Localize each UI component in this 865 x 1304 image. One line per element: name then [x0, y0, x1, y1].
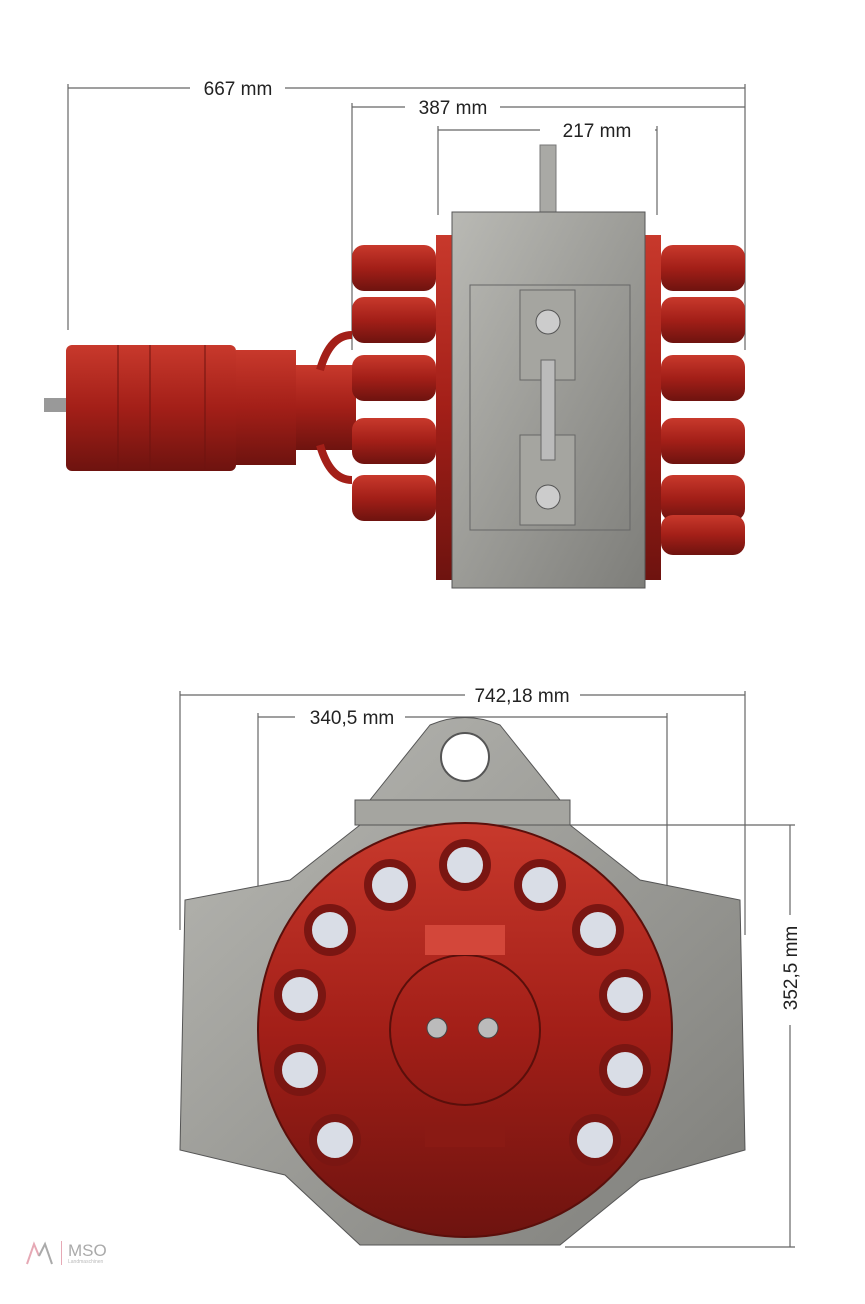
nozzle-cylinders-top [352, 245, 745, 555]
rotor-disc [257, 822, 673, 1238]
fitting-right [477, 1017, 499, 1039]
lifting-eye [440, 732, 490, 782]
dim-387: 387 mm [419, 98, 488, 119]
fitting-left [426, 1017, 448, 1039]
dim-217: 217 mm [563, 121, 632, 142]
logo-subtext: Landmaschinen [68, 1258, 104, 1265]
left-plate [436, 235, 454, 580]
bottom-slot [425, 1125, 505, 1147]
front-view: 742,18 mm 340,5 mm 352,5 mm [179, 683, 802, 1248]
nozzle-openings [274, 839, 651, 1166]
right-plate [643, 235, 661, 580]
dim-340-5: 340,5 mm [310, 708, 394, 729]
logo-text: MSO [68, 1240, 107, 1260]
logo-mark-icon [26, 1241, 53, 1265]
dim-352-5: 352,5 mm [781, 926, 802, 1010]
top-view: 667 mm 387 mm 217 mm [44, 76, 746, 589]
dim-667: 667 mm [204, 79, 273, 100]
gearbox-housing [451, 211, 646, 589]
mso-logo: MSO Landmaschinen [25, 1236, 125, 1270]
hydraulic-motor [44, 331, 356, 484]
top-shaft [539, 144, 557, 218]
top-slot [425, 925, 505, 955]
dim-742-18: 742,18 mm [474, 686, 569, 707]
